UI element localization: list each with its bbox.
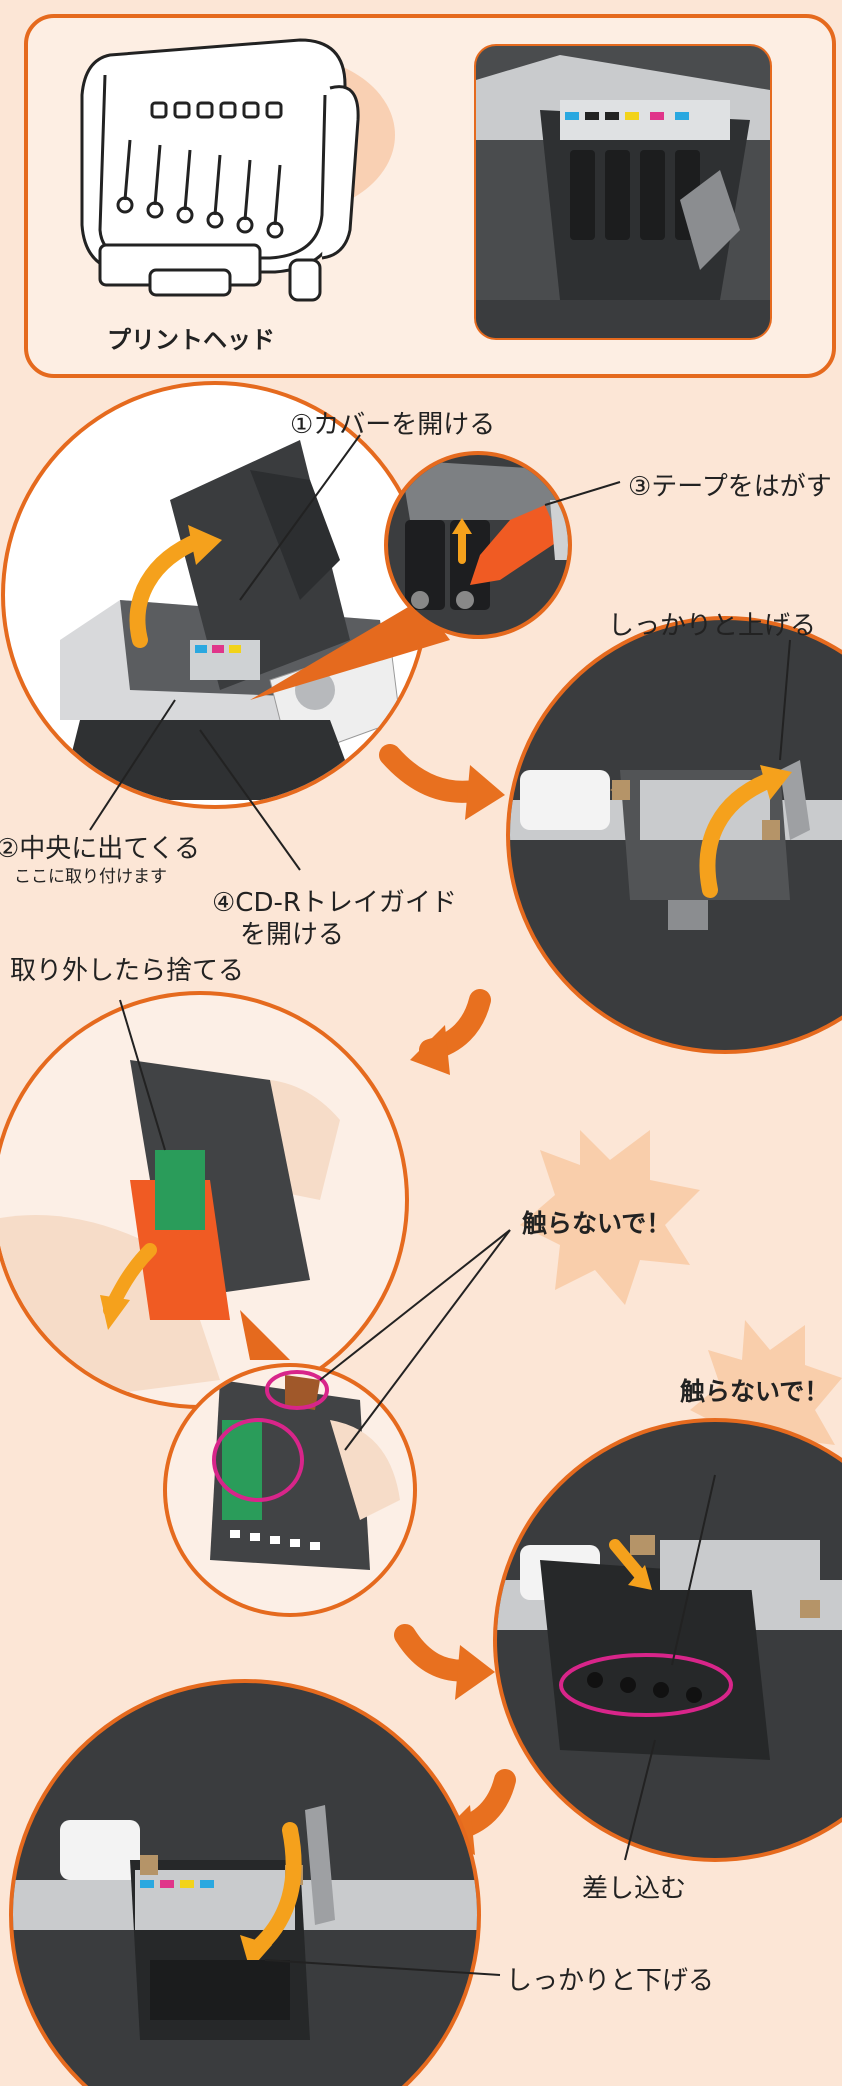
- label-lift-firmly: しっかりと上げる: [608, 611, 817, 641]
- flow-arrow-1: [379, 744, 505, 820]
- label-cdr-line2: を開ける: [240, 920, 345, 950]
- remove-protective-cap: [0, 995, 405, 1405]
- flow-arrow-2: [410, 989, 491, 1075]
- highlight-ring-2: [559, 1653, 733, 1717]
- label-center-line1: ②中央に出てくる: [0, 834, 201, 864]
- label-dont-touch-1: 触らないで！: [522, 1209, 672, 1238]
- tape-detail: [388, 455, 568, 635]
- label-insert: 差し込む: [582, 1874, 687, 1904]
- insert-printhead: [497, 1422, 842, 1858]
- label-remove-tape: ③テープをはがす: [628, 472, 832, 502]
- flow-arrow-3: [394, 1624, 495, 1700]
- warning-burst-1: [520, 1130, 700, 1305]
- label-discard: 取り外したら捨てる: [10, 956, 245, 986]
- printhead-caption: プリントヘッド: [107, 326, 275, 354]
- label-lower-firmly: しっかりと下げる: [506, 1966, 715, 1996]
- holder-lever-down: [13, 1683, 477, 2086]
- holder-lever-up: [510, 620, 842, 1050]
- printhead-holder-photo: [476, 46, 770, 338]
- label-dont-touch-2: 触らないで！: [680, 1377, 830, 1406]
- label-center-line2: ここに取り付けます: [14, 867, 167, 887]
- label-cdr-line1: ④CD-Rトレイガイド: [212, 888, 457, 918]
- label-open-cover: ①カバーを開ける: [290, 410, 496, 440]
- highlight-rings-1: [212, 1370, 329, 1502]
